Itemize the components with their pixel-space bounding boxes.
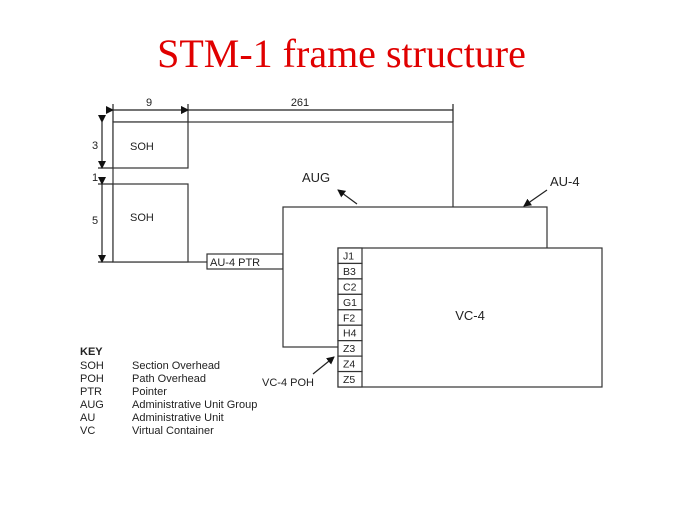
vc4-poh-label: VC-4 POH: [262, 377, 314, 389]
soh-top-block: [112, 121, 189, 169]
key-abbr: PTR: [80, 386, 102, 398]
poh-byte-label: Z5: [343, 374, 355, 386]
au4-ptr-label: AU-4 PTR: [210, 257, 260, 269]
key-abbr: AU: [80, 412, 95, 424]
key-abbr: AUG: [80, 399, 104, 411]
vc4-poh-arrow: [312, 356, 335, 375]
poh-byte-label: J1: [343, 251, 354, 263]
poh-byte-label: Z3: [343, 343, 355, 355]
soh-bottom-label: SOH: [130, 212, 154, 224]
vc4-label: VC-4: [455, 308, 485, 323]
poh-byte-label: F2: [343, 312, 355, 324]
dim-label-3: 3: [92, 140, 98, 152]
key-heading: KEY: [80, 346, 103, 358]
poh-byte-label: H4: [343, 328, 357, 340]
key-abbr: POH: [80, 373, 104, 385]
key-meaning: Virtual Container: [132, 425, 214, 437]
dim-label-5: 5: [92, 215, 98, 227]
poh-byte-label: G1: [343, 297, 357, 309]
soh-bottom-block: [112, 183, 189, 263]
key-abbr: SOH: [80, 360, 104, 372]
key-abbr: VC: [80, 425, 95, 437]
poh-byte-label: Z4: [343, 359, 355, 371]
poh-byte-label: B3: [343, 266, 356, 278]
key-meaning: Section Overhead: [132, 360, 220, 372]
dim-label-1: 1: [92, 172, 98, 184]
key-meaning: Path Overhead: [132, 373, 206, 385]
au4-arrow: [523, 189, 548, 207]
slide-title: STM-1 frame structure: [157, 31, 526, 76]
key-meaning: Pointer: [132, 386, 167, 398]
dim-label-9: 9: [146, 97, 152, 109]
key-meaning: Administrative Unit Group: [132, 399, 257, 411]
soh-top-label: SOH: [130, 141, 154, 153]
vc4-block: [337, 247, 603, 388]
dim-label-261: 261: [291, 97, 309, 109]
aug-label: AUG: [302, 170, 330, 185]
poh-byte-label: C2: [343, 281, 357, 293]
aug-arrow: [337, 189, 358, 205]
key-meaning: Administrative Unit: [132, 412, 224, 424]
poh-byte-cell: [337, 370, 363, 388]
au4-label: AU-4: [550, 174, 580, 189]
